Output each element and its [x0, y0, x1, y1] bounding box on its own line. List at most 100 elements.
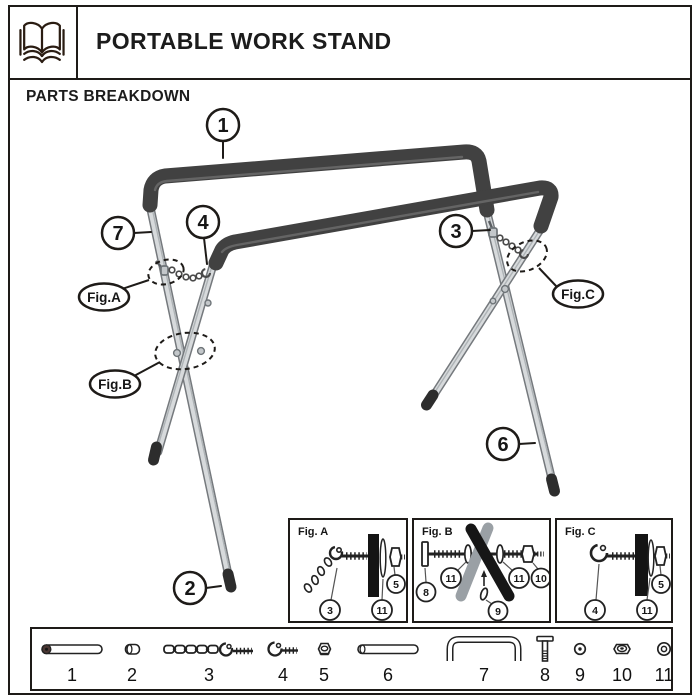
rear-rail	[142, 144, 495, 218]
foot-rear-right	[546, 473, 560, 497]
long-tube-icon	[357, 644, 419, 655]
front-left-leg	[153, 257, 219, 457]
flange-nut-icon	[317, 642, 331, 656]
svg-text:6: 6	[497, 434, 508, 456]
svg-text:2: 2	[184, 578, 195, 600]
gray-leg-tube	[455, 522, 494, 602]
flat-washer-icon	[656, 641, 672, 657]
u-shaped-bar-icon	[446, 636, 522, 661]
svg-text:Fig. A: Fig. A	[298, 526, 328, 538]
washer-11	[647, 539, 655, 577]
fig-b-label: Fig.B	[88, 361, 161, 399]
part-item-1: 1	[24, 633, 120, 685]
part-item-3: 3	[161, 633, 257, 685]
page-header: PORTABLE WORK STAND	[8, 5, 692, 80]
foot-front-left	[222, 568, 237, 593]
svg-text:Fig.C: Fig.C	[561, 287, 595, 302]
manual-book-icon	[19, 21, 65, 63]
lock-nut-10	[521, 545, 535, 563]
left-chain-assembly	[155, 260, 212, 282]
fig-a-inset: Fig. A	[288, 518, 408, 623]
callout-4: 4	[185, 204, 221, 265]
black-leg-tube	[465, 523, 515, 602]
svg-text:1: 1	[217, 115, 228, 137]
foot-front-right	[421, 389, 439, 411]
fig-b-drawing: Fig. B	[415, 522, 552, 622]
part-number: 2	[126, 665, 137, 685]
svg-text:5: 5	[658, 579, 664, 591]
svg-text:3: 3	[327, 605, 333, 617]
part-item-9: 9	[532, 633, 628, 685]
washer-11	[379, 538, 387, 578]
part-item-11: 11	[616, 633, 700, 685]
rubber-feet	[148, 389, 560, 593]
long-tube-capped-icon	[41, 644, 103, 655]
section-heading: PARTS BREAKDOWN	[26, 88, 191, 105]
part-item-4: 4	[235, 633, 331, 685]
page-border	[8, 5, 692, 695]
manual-icon-box	[8, 5, 78, 78]
part-number: 3	[203, 665, 214, 685]
part-number: 5	[318, 665, 329, 685]
nut-5	[389, 547, 402, 567]
fig-b-highlight-ellipse	[154, 331, 216, 371]
fig-a-label: Fig.A	[77, 279, 150, 312]
parts-strip: 1 2	[30, 627, 673, 691]
hook-bolt-icon	[267, 641, 298, 657]
svg-text:4: 4	[592, 605, 598, 617]
fig-c-highlight-ellipse	[506, 239, 548, 273]
svg-text:10: 10	[535, 573, 547, 585]
bolt-8-head	[421, 541, 429, 567]
part-number: 10	[611, 665, 633, 685]
part-number: 8	[539, 665, 550, 685]
junction-bolts	[172, 284, 510, 358]
svg-text:11: 11	[445, 573, 456, 585]
callout-6: 6	[485, 426, 536, 462]
leg-tube-section	[635, 534, 648, 596]
svg-text:11: 11	[641, 605, 652, 617]
part-number: 7	[478, 665, 489, 685]
callout-7: 7	[100, 215, 152, 251]
diagram-callouts: 1 2 3 4 6	[100, 107, 536, 606]
front-rail	[208, 180, 559, 271]
fig-a-drawing: Fig. A	[298, 526, 406, 621]
fig-label-bubbles: Fig.A Fig.B Fig.C	[77, 267, 605, 399]
end-sleeve-icon	[124, 643, 140, 655]
part-number: 11	[654, 665, 674, 685]
part-item-8: 8	[497, 633, 593, 685]
svg-text:7: 7	[112, 223, 123, 245]
hook-bolt-4	[589, 543, 609, 563]
svg-text:9: 9	[495, 606, 501, 618]
fig-c-label: Fig.C	[538, 267, 605, 309]
svg-text:4: 4	[197, 212, 209, 234]
part-number: 1	[66, 665, 77, 685]
nut-5	[654, 546, 667, 566]
part-item-2: 2	[84, 633, 180, 685]
part-number: 4	[277, 665, 288, 685]
callout-1: 1	[205, 107, 241, 159]
part-number: 9	[574, 665, 585, 685]
part-number: 6	[382, 665, 393, 685]
rear-right-leg	[482, 207, 558, 489]
spacer-9	[479, 570, 489, 601]
svg-text:8: 8	[423, 587, 429, 599]
svg-text:11: 11	[513, 573, 524, 585]
fig-b-inset: Fig. B	[412, 518, 552, 623]
svg-text:5: 5	[393, 579, 399, 591]
chain-with-hook-bolt-icon	[163, 642, 253, 657]
fig-a-highlight-ellipse	[147, 258, 185, 286]
long-bolt-icon	[536, 635, 554, 662]
callout-3: 3	[438, 213, 491, 249]
foot-rear-left	[148, 441, 162, 466]
svg-text:Fig.A: Fig.A	[87, 290, 121, 305]
svg-text:3: 3	[450, 221, 461, 243]
part-item-7: 7	[436, 633, 532, 685]
washer-11-left	[463, 544, 473, 564]
fig-c-inset: Fig. C 4 11 5	[555, 518, 673, 623]
svg-text:Fig.B: Fig.B	[98, 377, 132, 392]
fig-c-drawing: Fig. C 4 11 5	[565, 526, 671, 621]
right-chain-assembly	[487, 220, 530, 260]
detail-highlights	[147, 239, 548, 371]
